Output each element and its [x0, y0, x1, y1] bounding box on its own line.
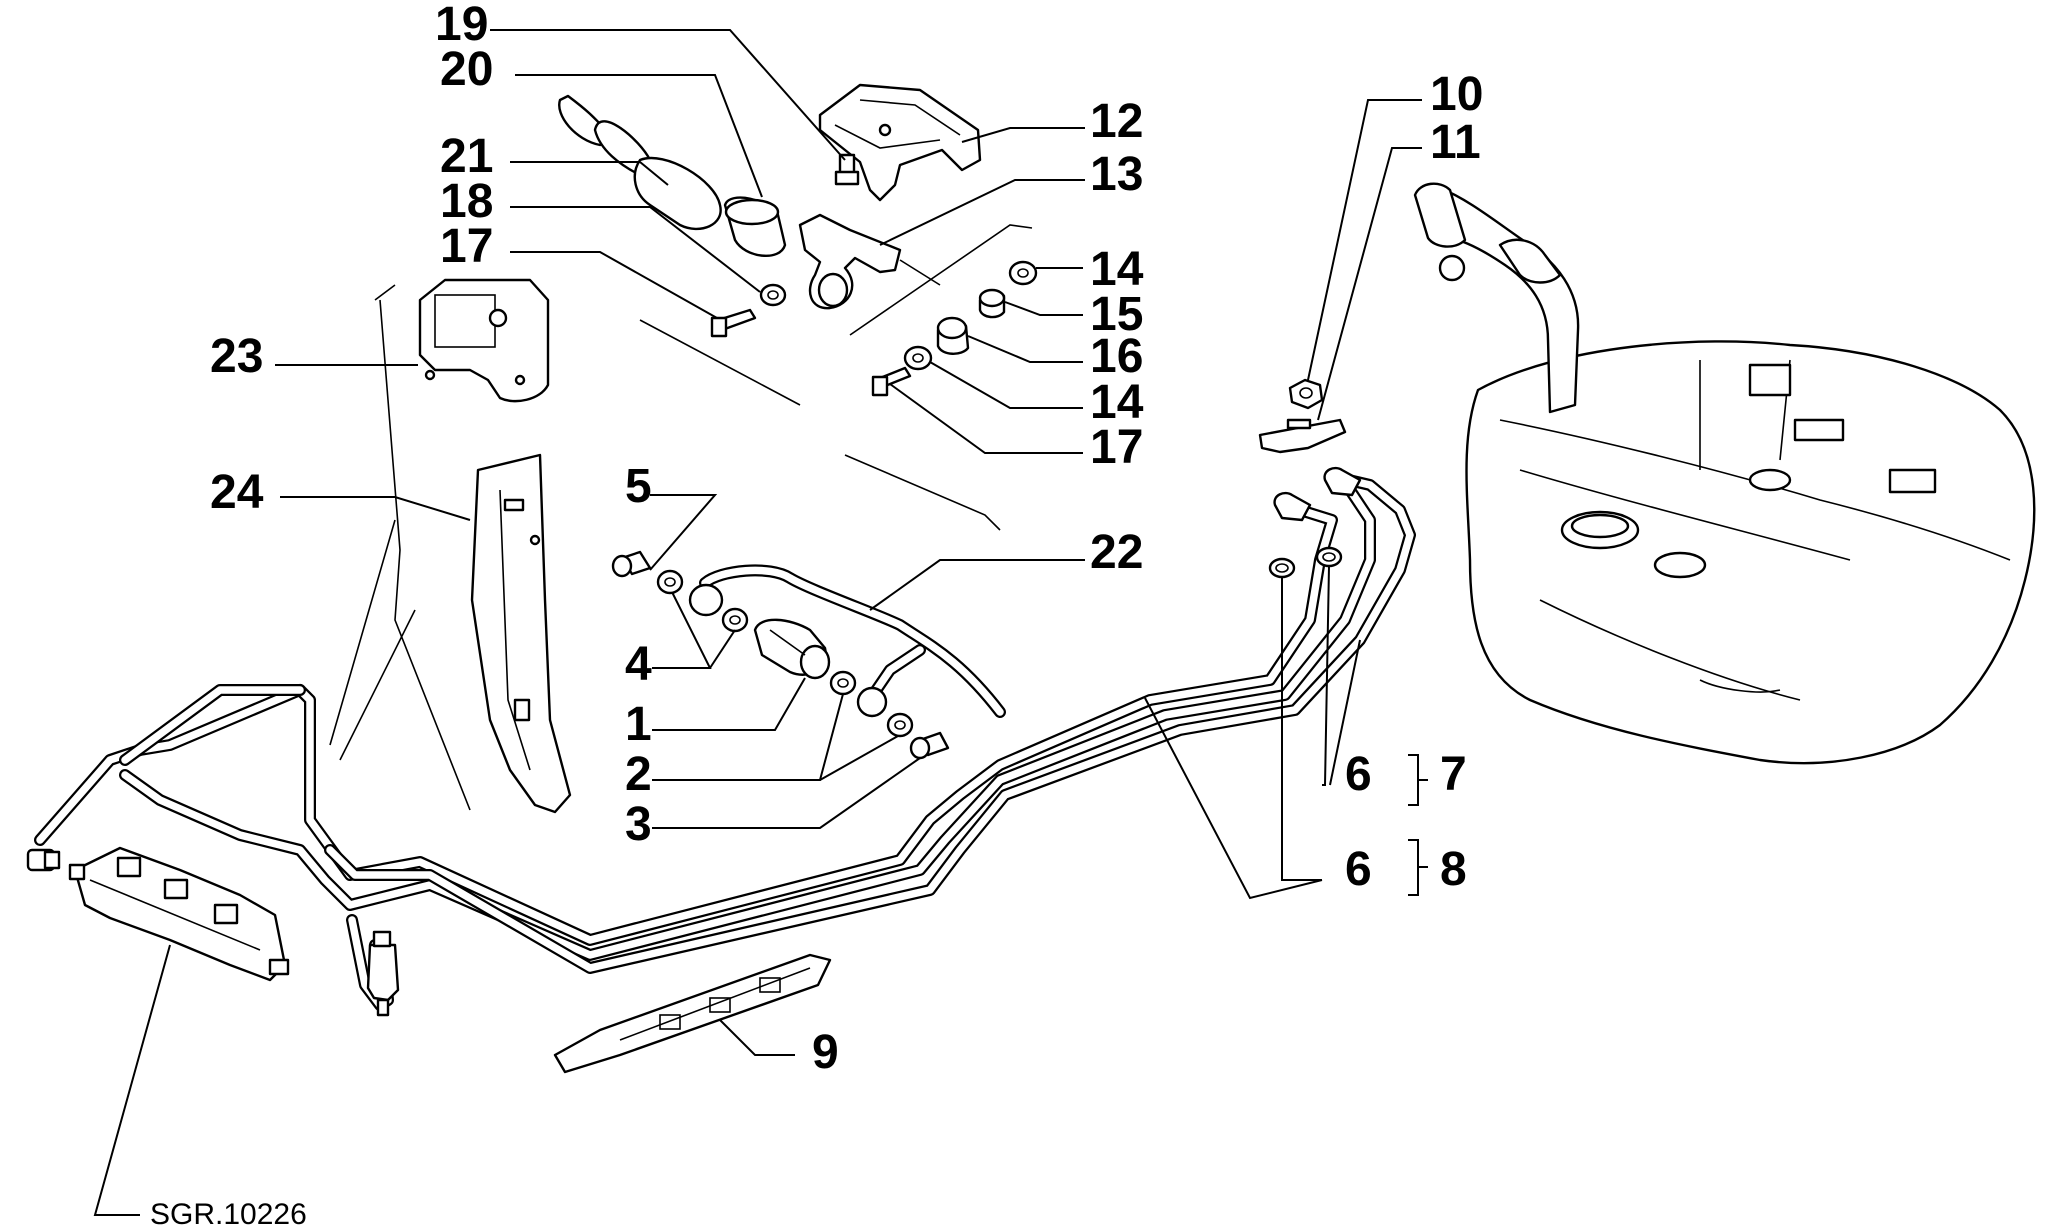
mounting-plate-23: [418, 278, 550, 403]
seal-ring-6a: [1268, 557, 1296, 579]
callout-15: 15: [1090, 288, 1143, 341]
callout-22: 22: [1090, 526, 1143, 579]
spacer-15: [978, 288, 1006, 319]
callout-24: 24: [210, 466, 264, 519]
bolt-17a: [710, 308, 757, 338]
callout-19: 19: [435, 0, 488, 51]
clip-11: [1258, 418, 1347, 454]
clamp-13: [798, 213, 902, 310]
callout-8: 8: [1440, 843, 1467, 896]
bolt-5: [611, 550, 652, 578]
nut-10: [1288, 378, 1324, 410]
group-frame-diagonal: [329, 519, 416, 761]
pipe-elbow-8: [1323, 466, 1362, 497]
washer-14a: [1008, 260, 1038, 286]
callout-16: 16: [1090, 330, 1143, 383]
fuel-filter: [366, 930, 400, 1017]
callout-labels: 19 20 21 18 17 12 13 14 15 16 14 17 10 1…: [150, 0, 1483, 1227]
seal-ring-6b: [1315, 546, 1343, 568]
callout-12: 12: [1090, 95, 1143, 148]
callout-21: 21: [440, 130, 493, 183]
fuel-rail: [68, 846, 290, 982]
fuel-tank: [1413, 182, 2036, 765]
callout-17b: 17: [1090, 421, 1143, 474]
callout-14b: 14: [1090, 376, 1144, 429]
callout-10: 10: [1430, 68, 1483, 121]
callout-1: 1: [625, 698, 652, 751]
washer-18: [759, 283, 787, 307]
bolt-17b: [871, 366, 912, 397]
washers-4: [656, 569, 749, 633]
callout-11: 11: [1430, 116, 1481, 169]
bolt-19: [834, 153, 860, 186]
callout-13: 13: [1090, 148, 1143, 201]
callout-4: 4: [625, 638, 652, 691]
bushing-16: [936, 316, 970, 355]
gasket-9: [553, 953, 832, 1074]
connector-1: [753, 618, 831, 680]
heat-shield-24: [470, 453, 572, 814]
callout-3: 3: [625, 798, 652, 851]
reference-code: SGR.10226: [150, 1198, 307, 1227]
washer-14b: [903, 345, 933, 371]
bracket-12: [818, 83, 982, 202]
callout-14a: 14: [1090, 243, 1144, 296]
callout-6b: 6: [1345, 843, 1372, 896]
pipe-elbow-7: [1273, 491, 1312, 522]
callout-6a: 6: [1345, 748, 1372, 801]
callout-23: 23: [210, 330, 263, 383]
group-frame-top-connector: [639, 319, 801, 406]
callout-20: 20: [440, 43, 493, 96]
callout-17a: 17: [440, 220, 493, 273]
fuel-pipe-bundle: [34, 472, 1416, 1011]
callout-18: 18: [440, 175, 493, 228]
group-frame-mid-connector: [844, 454, 1001, 531]
sleeve-20: [723, 196, 787, 258]
callout-5: 5: [625, 460, 652, 513]
pipe-end-left: [26, 848, 61, 872]
callout-7: 7: [1440, 748, 1467, 801]
callout-2: 2: [625, 748, 652, 801]
banjo-fitting-4: [688, 583, 724, 617]
callout-9: 9: [812, 1026, 839, 1079]
washers-2: [829, 670, 914, 738]
group-frame-left: [374, 284, 471, 811]
group-frame-clamp: [899, 259, 941, 286]
leader-lines: [93, 29, 1428, 1216]
banjo-fitting-2: [856, 686, 888, 718]
group-frame-fasteners: [849, 224, 1033, 336]
bolt-3: [909, 731, 950, 760]
